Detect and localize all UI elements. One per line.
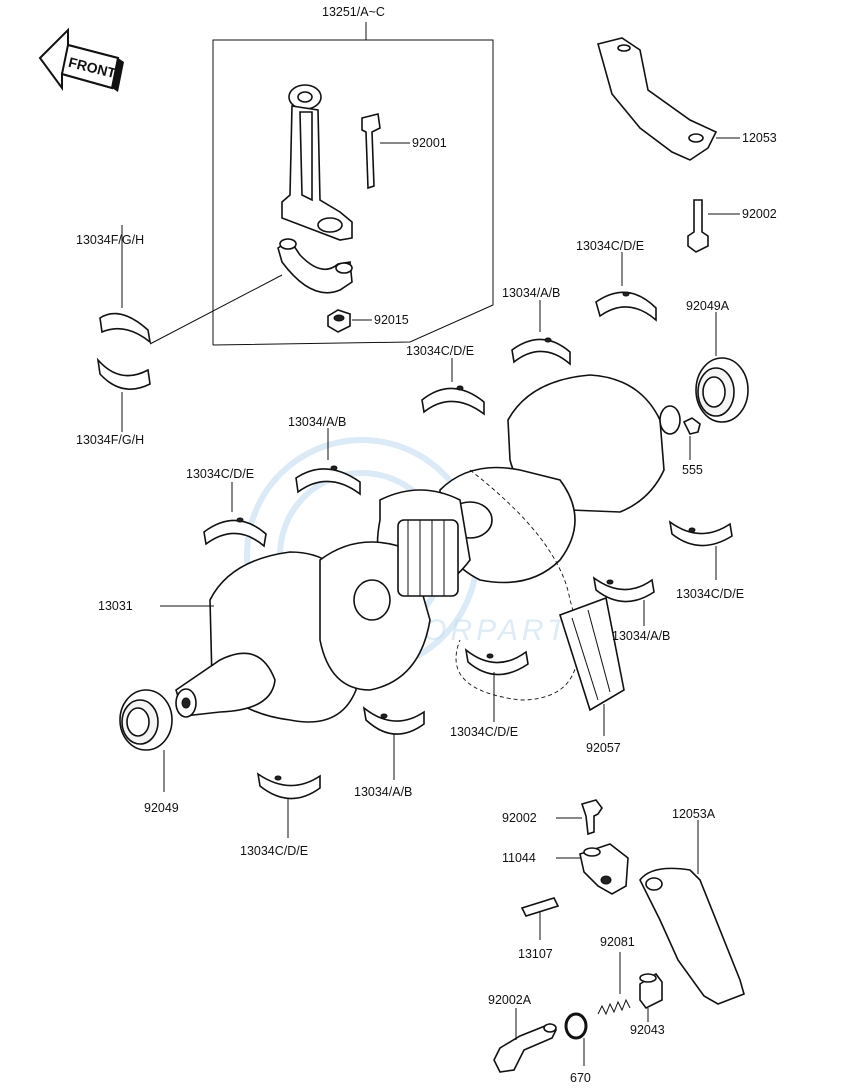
label-bearing-cde-4: 13034C/D/E — [676, 587, 744, 601]
guide-holder: 11044 — [502, 843, 629, 895]
label-pin-555: 555 — [682, 463, 703, 477]
conrod-bolt: 92001 — [361, 113, 447, 190]
oil-seal-left: 92049 — [119, 689, 179, 815]
connecting-rod — [281, 84, 353, 241]
bearing-cde-5: 13034C/D/E — [450, 648, 529, 739]
label-oil-seal-right: 92049A — [686, 299, 730, 313]
cam-chain: 92057 — [455, 469, 625, 755]
label-bearing-ab-3: 13034/A/B — [612, 629, 670, 643]
label-guide: 12053A — [672, 807, 716, 821]
rod-13107: 13107 — [518, 897, 560, 961]
label-guide-holder: 11044 — [502, 851, 536, 865]
label-bolt-lower: 92002 — [502, 811, 537, 825]
cap-bolt-92002A: 92002A — [488, 993, 557, 1073]
bolt-lower: 92002 — [502, 799, 603, 836]
bearing-cde-6: 13034C/D/E — [240, 772, 321, 858]
label-oil-seal-left: 92049 — [144, 801, 179, 815]
bearing-ab-1: 13034/A/B — [502, 286, 571, 366]
bearing-cde-2: 13034C/D/E — [406, 344, 485, 416]
bearing-ab-3: 13034/A/B — [592, 576, 670, 643]
label-bearing-ab-4: 13034/A/B — [354, 785, 412, 799]
label-bearing-cde-6: 13034C/D/E — [240, 844, 308, 858]
label-bracket-bolt: 92002 — [742, 207, 777, 221]
label-cap-bolt: 92002A — [488, 993, 532, 1007]
label-bearing-fgh-top: 13034F/G/H — [76, 233, 144, 247]
oil-seal-right: 92049A — [686, 299, 749, 423]
spring-92081: 92081 — [597, 935, 635, 1016]
bearing-cde-4: 13034C/D/E — [668, 520, 744, 601]
label-bearing-cde-5: 13034C/D/E — [450, 725, 518, 739]
bracket-bolt: 92002 — [687, 199, 777, 253]
label-rod: 13107 — [518, 947, 553, 961]
crankshaft-left-section: 13031 — [98, 519, 459, 723]
label-conrod-nut: 92015 — [374, 313, 409, 327]
label-chain: 92057 — [586, 741, 621, 755]
label-plunger: 92043 — [630, 1023, 665, 1037]
label-o-ring: 670 — [570, 1071, 591, 1085]
plunger-92043: 92043 — [630, 972, 665, 1037]
bearing-ab-2: 13034/A/B — [288, 415, 361, 496]
label-crankshaft: 13031 — [98, 599, 133, 613]
conrod-cap — [277, 238, 353, 294]
label-bearing-cde-2: 13034C/D/E — [406, 344, 474, 358]
bearing-cde-1: 13034C/D/E — [576, 239, 657, 322]
bearing-ab-4: 13034/A/B — [354, 706, 425, 799]
label-bearing-fgh-bottom: 13034F/G/H — [76, 433, 144, 447]
crankshaft-right-section — [376, 374, 681, 593]
bearing-fgh-lower: 13034F/G/H — [76, 357, 151, 447]
label-spring: 92081 — [600, 935, 635, 949]
bearing-fgh-upper: 13034F/G/H — [76, 225, 152, 344]
label-bracket: 12053 — [742, 131, 777, 145]
conrod-nut: 92015 — [327, 309, 409, 333]
pin-555: 555 — [682, 417, 703, 477]
label-bearing-ab-1: 13034/A/B — [502, 286, 560, 300]
bracket-12053: 12053 — [597, 37, 777, 161]
label-bearing-ab-2: 13034/A/B — [288, 415, 346, 429]
conrod-assembly-box: 13251/A~C — [212, 5, 494, 346]
o-ring-670: 670 — [564, 1012, 591, 1085]
chain-guide-12053A: 12053A — [639, 807, 745, 1005]
label-bearing-cde-3: 13034C/D/E — [186, 467, 254, 481]
label-bearing-cde-1: 13034C/D/E — [576, 239, 644, 253]
label-conrod-assy: 13251/A~C — [322, 5, 385, 19]
bearing-cde-3: 13034C/D/E — [186, 467, 267, 548]
label-conrod-bolt: 92001 — [412, 136, 447, 150]
front-arrow-badge: FRONT — [38, 27, 124, 92]
